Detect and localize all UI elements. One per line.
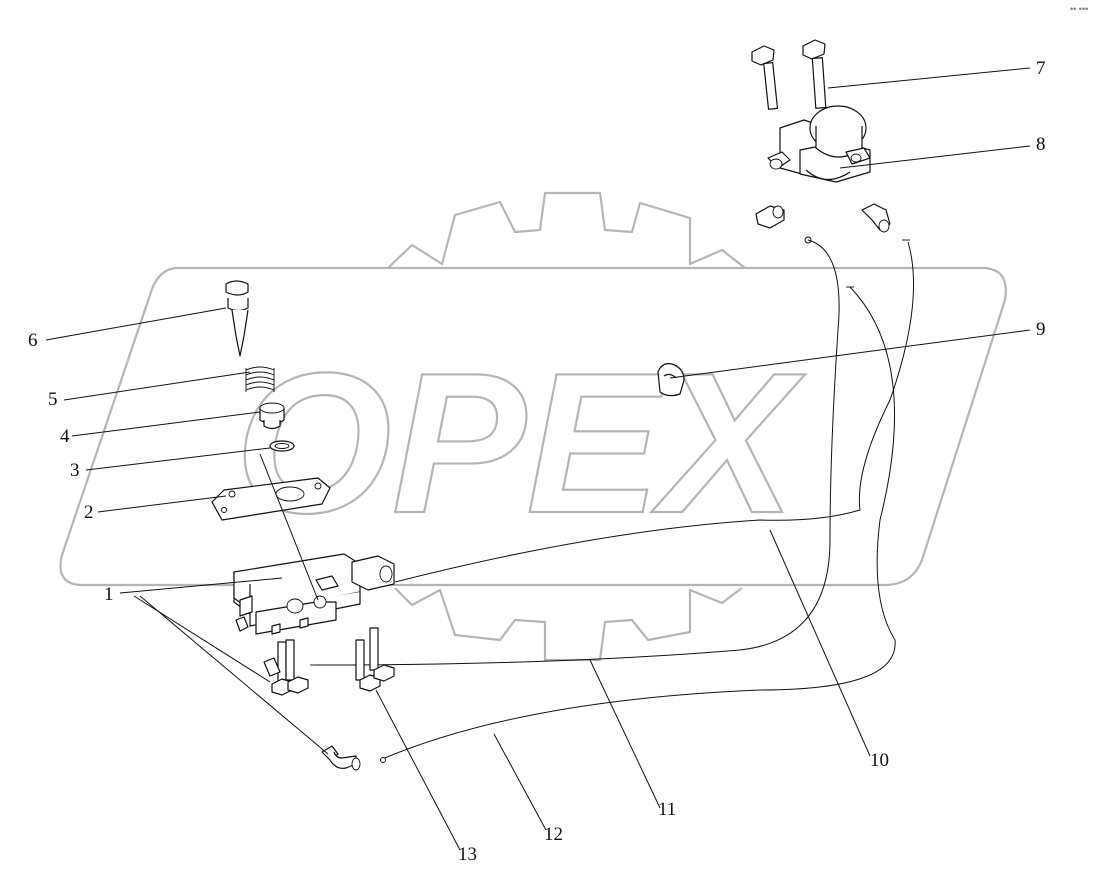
part-6-plunger bbox=[225, 280, 249, 357]
callout-10: 10 bbox=[870, 750, 889, 771]
callout-9: 9 bbox=[1036, 319, 1046, 340]
part-5-spring bbox=[245, 366, 275, 392]
part-8-pump bbox=[767, 105, 871, 183]
callout-4: 4 bbox=[60, 426, 70, 447]
callout-labels: 1 2 3 4 5 6 7 8 9 10 11 12 13 bbox=[28, 58, 1046, 865]
part-1-housing bbox=[233, 553, 395, 635]
hose-12 bbox=[379, 286, 896, 761]
callout-6: 6 bbox=[28, 330, 38, 351]
hose-11 bbox=[394, 241, 915, 583]
pump-fittings bbox=[755, 203, 910, 288]
callout-2: 2 bbox=[84, 502, 94, 523]
hose-10 bbox=[314, 239, 840, 666]
watermark-text: OPEX bbox=[235, 332, 806, 555]
callout-13: 13 bbox=[458, 844, 477, 865]
part-9-clamp bbox=[657, 363, 685, 397]
callout-1: 1 bbox=[104, 584, 114, 605]
part-3-oring bbox=[269, 440, 295, 452]
watermark-gear bbox=[387, 191, 746, 269]
watermark-band bbox=[59, 266, 1007, 587]
corner-mark: •• ••• bbox=[1070, 4, 1088, 14]
hoses bbox=[314, 239, 915, 761]
part-7-bolts bbox=[751, 39, 827, 110]
part-4-seat bbox=[259, 402, 285, 430]
part-2-gasket bbox=[211, 477, 331, 521]
callout-11: 11 bbox=[658, 799, 676, 820]
callout-7: 7 bbox=[1036, 58, 1046, 79]
watermark-gear-bottom bbox=[394, 587, 743, 662]
callout-5: 5 bbox=[48, 389, 58, 410]
elbow-fitting bbox=[321, 745, 386, 771]
callout-8: 8 bbox=[1036, 134, 1046, 155]
part-13-bolts bbox=[263, 627, 395, 696]
callout-12: 12 bbox=[544, 824, 563, 845]
callout-3: 3 bbox=[70, 460, 80, 481]
leader-lines bbox=[45, 67, 1031, 851]
watermark: OPEX bbox=[59, 191, 1007, 662]
